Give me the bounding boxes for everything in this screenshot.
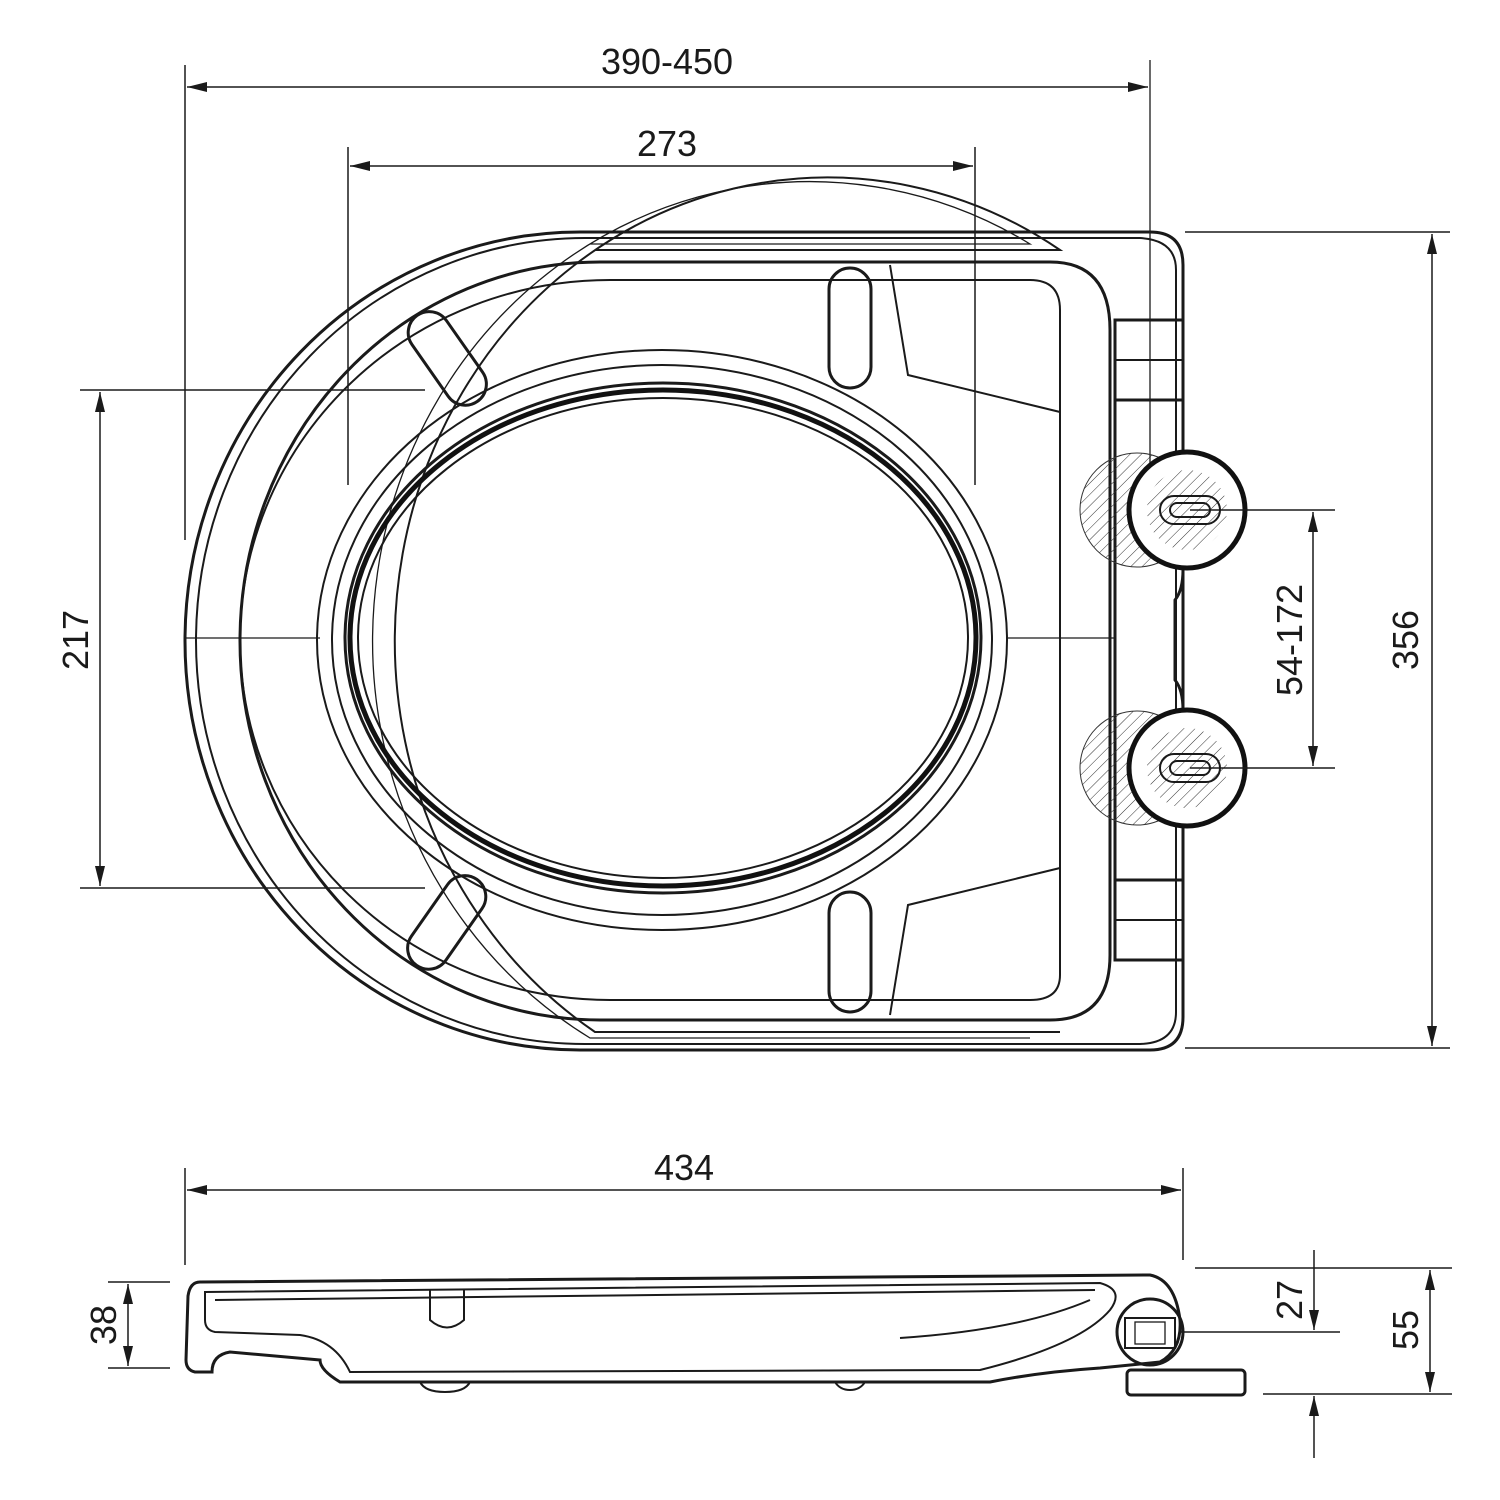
top-view-seat [183,176,1185,1052]
label-38: 38 [83,1305,124,1345]
label-434: 434 [654,1147,714,1188]
dimension-217 [80,389,425,889]
label-54-172: 54-172 [1269,584,1310,696]
bumper-pad [406,310,488,407]
label-27: 27 [1269,1280,1310,1320]
side-view-seat [184,1273,1247,1397]
dimension-434 [184,1168,1184,1265]
hinge-fixing-top [1079,449,1248,571]
label-273: 273 [637,123,697,164]
bumper-pads [406,266,873,1014]
bumper-pad [406,874,488,971]
label-390-450: 390-450 [601,41,733,82]
dimension-38 [108,1281,170,1369]
dimension-356 [1185,231,1450,1049]
label-55: 55 [1385,1310,1426,1350]
dimension-54-172 [1190,509,1335,769]
hinge-base [1125,1368,1247,1397]
dimension-27 [1180,1250,1452,1458]
hinge-fixing-bottom [1079,707,1248,829]
bumper-pad [827,890,873,1014]
bumper-pad [827,266,873,390]
dimension-390-450 [184,65,1148,540]
dimension-273 [347,147,976,485]
label-356: 356 [1385,610,1426,670]
label-217: 217 [55,610,96,670]
